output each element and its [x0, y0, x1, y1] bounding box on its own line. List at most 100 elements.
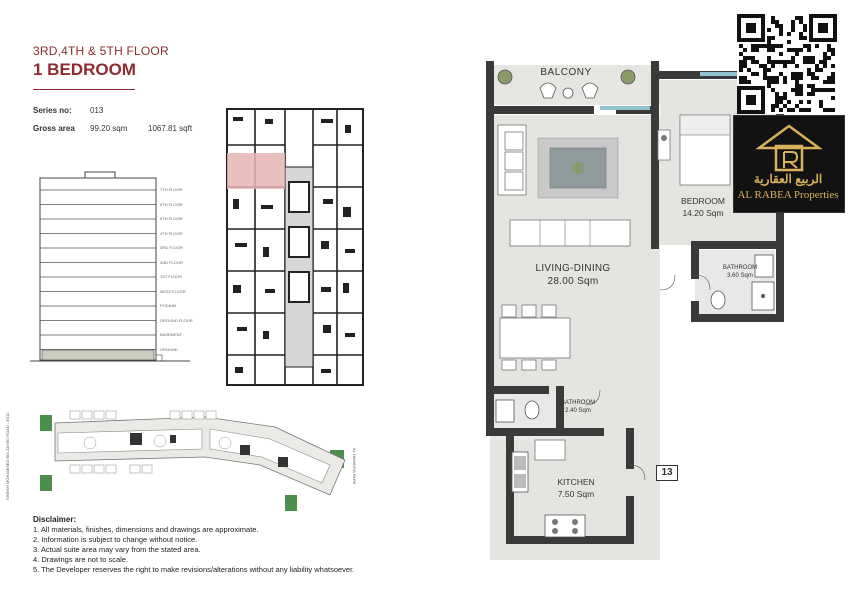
qr-module	[779, 108, 783, 112]
kitchen-area: 7.50 Sqm	[557, 489, 595, 499]
title-divider	[33, 89, 135, 90]
qr-module	[803, 56, 807, 60]
qr-module	[747, 68, 751, 72]
qr-module	[775, 76, 779, 80]
elevation-floor-label: 2ND FLOOR	[160, 259, 183, 265]
qr-module	[763, 64, 767, 68]
bedroom-area: 14.20 Sqm	[682, 208, 724, 218]
qr-module	[771, 104, 775, 108]
qr-module	[799, 16, 803, 20]
qr-module	[771, 64, 775, 68]
disclaimer-item: 3. Actual suite area may vary from the s…	[33, 545, 201, 554]
qr-module	[791, 72, 795, 76]
qr-module	[807, 84, 811, 88]
qr-module	[807, 60, 811, 64]
qr-module	[823, 108, 827, 112]
qr-module	[775, 24, 779, 28]
qr-module	[747, 80, 751, 84]
qr-module	[811, 76, 815, 80]
qr-module	[767, 76, 771, 80]
qr-module	[755, 44, 759, 48]
qr-module	[767, 28, 771, 32]
qr-module	[799, 88, 803, 92]
qr-module	[795, 92, 799, 96]
qr-module	[827, 44, 831, 48]
qr-module	[767, 56, 771, 60]
qr-module	[803, 28, 807, 32]
disclaimer-item: 2. Information is subject to change with…	[33, 535, 198, 544]
qr-module	[827, 88, 831, 92]
qr-module	[803, 36, 807, 40]
qr-module	[767, 60, 771, 64]
qr-module	[767, 44, 771, 48]
qr-module	[819, 104, 823, 108]
qr-module	[811, 92, 815, 96]
qr-module	[831, 48, 835, 52]
qr-module	[783, 96, 787, 100]
qr-module	[795, 80, 799, 84]
qr-module	[743, 56, 747, 60]
qr-module	[815, 76, 819, 80]
disclaimer-item: 5. The Developer reserves the right to m…	[33, 565, 355, 574]
qr-module	[803, 44, 807, 48]
qr-module	[739, 60, 743, 64]
qr-module	[831, 52, 835, 56]
qr-module	[791, 88, 795, 92]
qr-module	[771, 108, 775, 112]
qr-module	[751, 60, 755, 64]
elevation-floor-label: 4TH FLOOR	[160, 230, 183, 236]
qr-module	[779, 24, 783, 28]
qr-module	[767, 68, 771, 72]
qr-module	[779, 100, 783, 104]
gross-area-sqm: 99.20 sqm	[90, 124, 128, 133]
qr-module	[779, 32, 783, 36]
qr-module	[771, 76, 775, 80]
house-logo-icon	[755, 124, 823, 172]
qr-module	[739, 64, 743, 68]
elevation-floor-label: GROUND	[160, 346, 178, 352]
qr-module	[775, 96, 779, 100]
qr-module	[791, 20, 795, 24]
qr-module	[771, 16, 775, 20]
qr-module	[739, 52, 743, 56]
qr-module	[783, 60, 787, 64]
qr-module	[751, 56, 755, 60]
qr-module	[831, 64, 835, 68]
qr-module	[771, 48, 775, 52]
qr-module	[763, 68, 767, 72]
qr-module	[807, 100, 811, 104]
qr-module	[743, 76, 747, 80]
qr-module	[831, 88, 835, 92]
qr-module	[799, 100, 803, 104]
qr-module	[771, 60, 775, 64]
unit-number-badge: 13	[656, 465, 678, 481]
qr-module	[767, 36, 771, 40]
elevation-floor-label: BASEMENT	[160, 332, 183, 337]
road-label-left: SHEIKH MOHAMMED BIN ZAYED ROAD - E311	[5, 412, 10, 500]
elevation-floor-label: 3RD FLOOR	[160, 245, 183, 250]
qr-module	[739, 68, 743, 72]
balcony-label: BALCONY	[540, 67, 592, 78]
qr-module	[799, 48, 803, 52]
bedroom-label: BEDROOM	[681, 196, 725, 206]
qr-module	[771, 36, 775, 40]
qr-module	[751, 48, 755, 52]
qr-module	[751, 72, 755, 76]
gross-area-sqft: 1067.81 sqft	[148, 124, 193, 133]
qr-module	[775, 44, 779, 48]
elevation-floor-label: PODIUM	[160, 303, 176, 308]
qr-module	[759, 64, 763, 68]
disclaimer-item: 1. All materials, finishes, dimensions a…	[33, 525, 259, 534]
qr-module	[771, 88, 775, 92]
qr-module	[779, 28, 783, 32]
qr-module	[815, 88, 819, 92]
qr-module	[743, 80, 747, 84]
qr-module	[783, 76, 787, 80]
qr-module	[807, 108, 811, 112]
qr-module	[747, 56, 751, 60]
qr-module	[827, 80, 831, 84]
logo-arabic-text: الربيع العقارية	[753, 172, 823, 186]
qr-module	[799, 36, 803, 40]
bathroom-area: 3.60 Sqm	[727, 273, 753, 279]
qr-module	[831, 80, 835, 84]
